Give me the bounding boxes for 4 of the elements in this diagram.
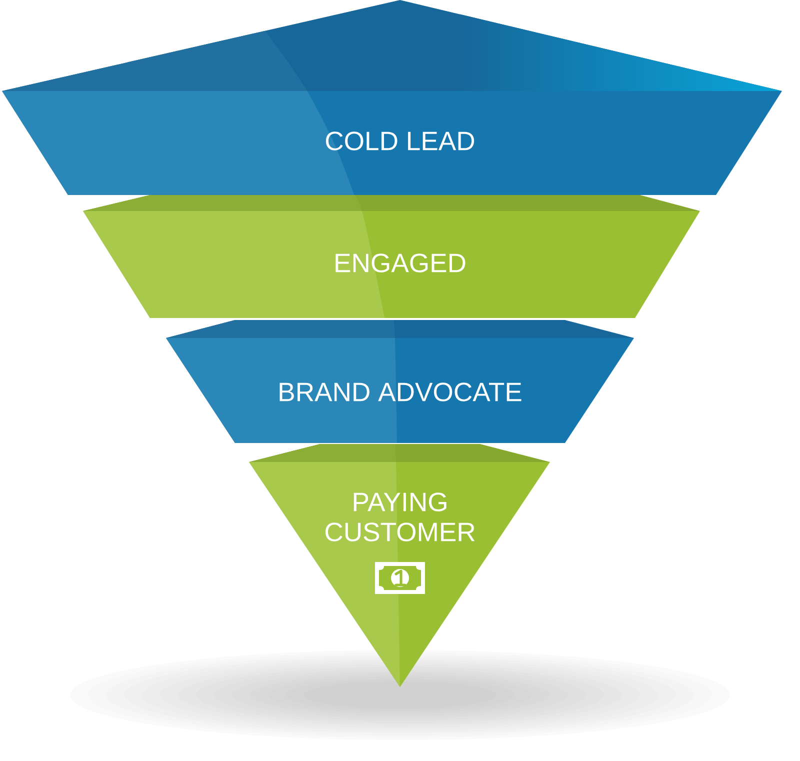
- funnel-level: PAYING CUSTOMER: [249, 444, 550, 687]
- funnel-level: BRAND ADVOCATE: [166, 320, 634, 443]
- funnel-level: ENGAGED: [83, 195, 700, 318]
- funnel-level: COLD LEAD: [2, 0, 782, 195]
